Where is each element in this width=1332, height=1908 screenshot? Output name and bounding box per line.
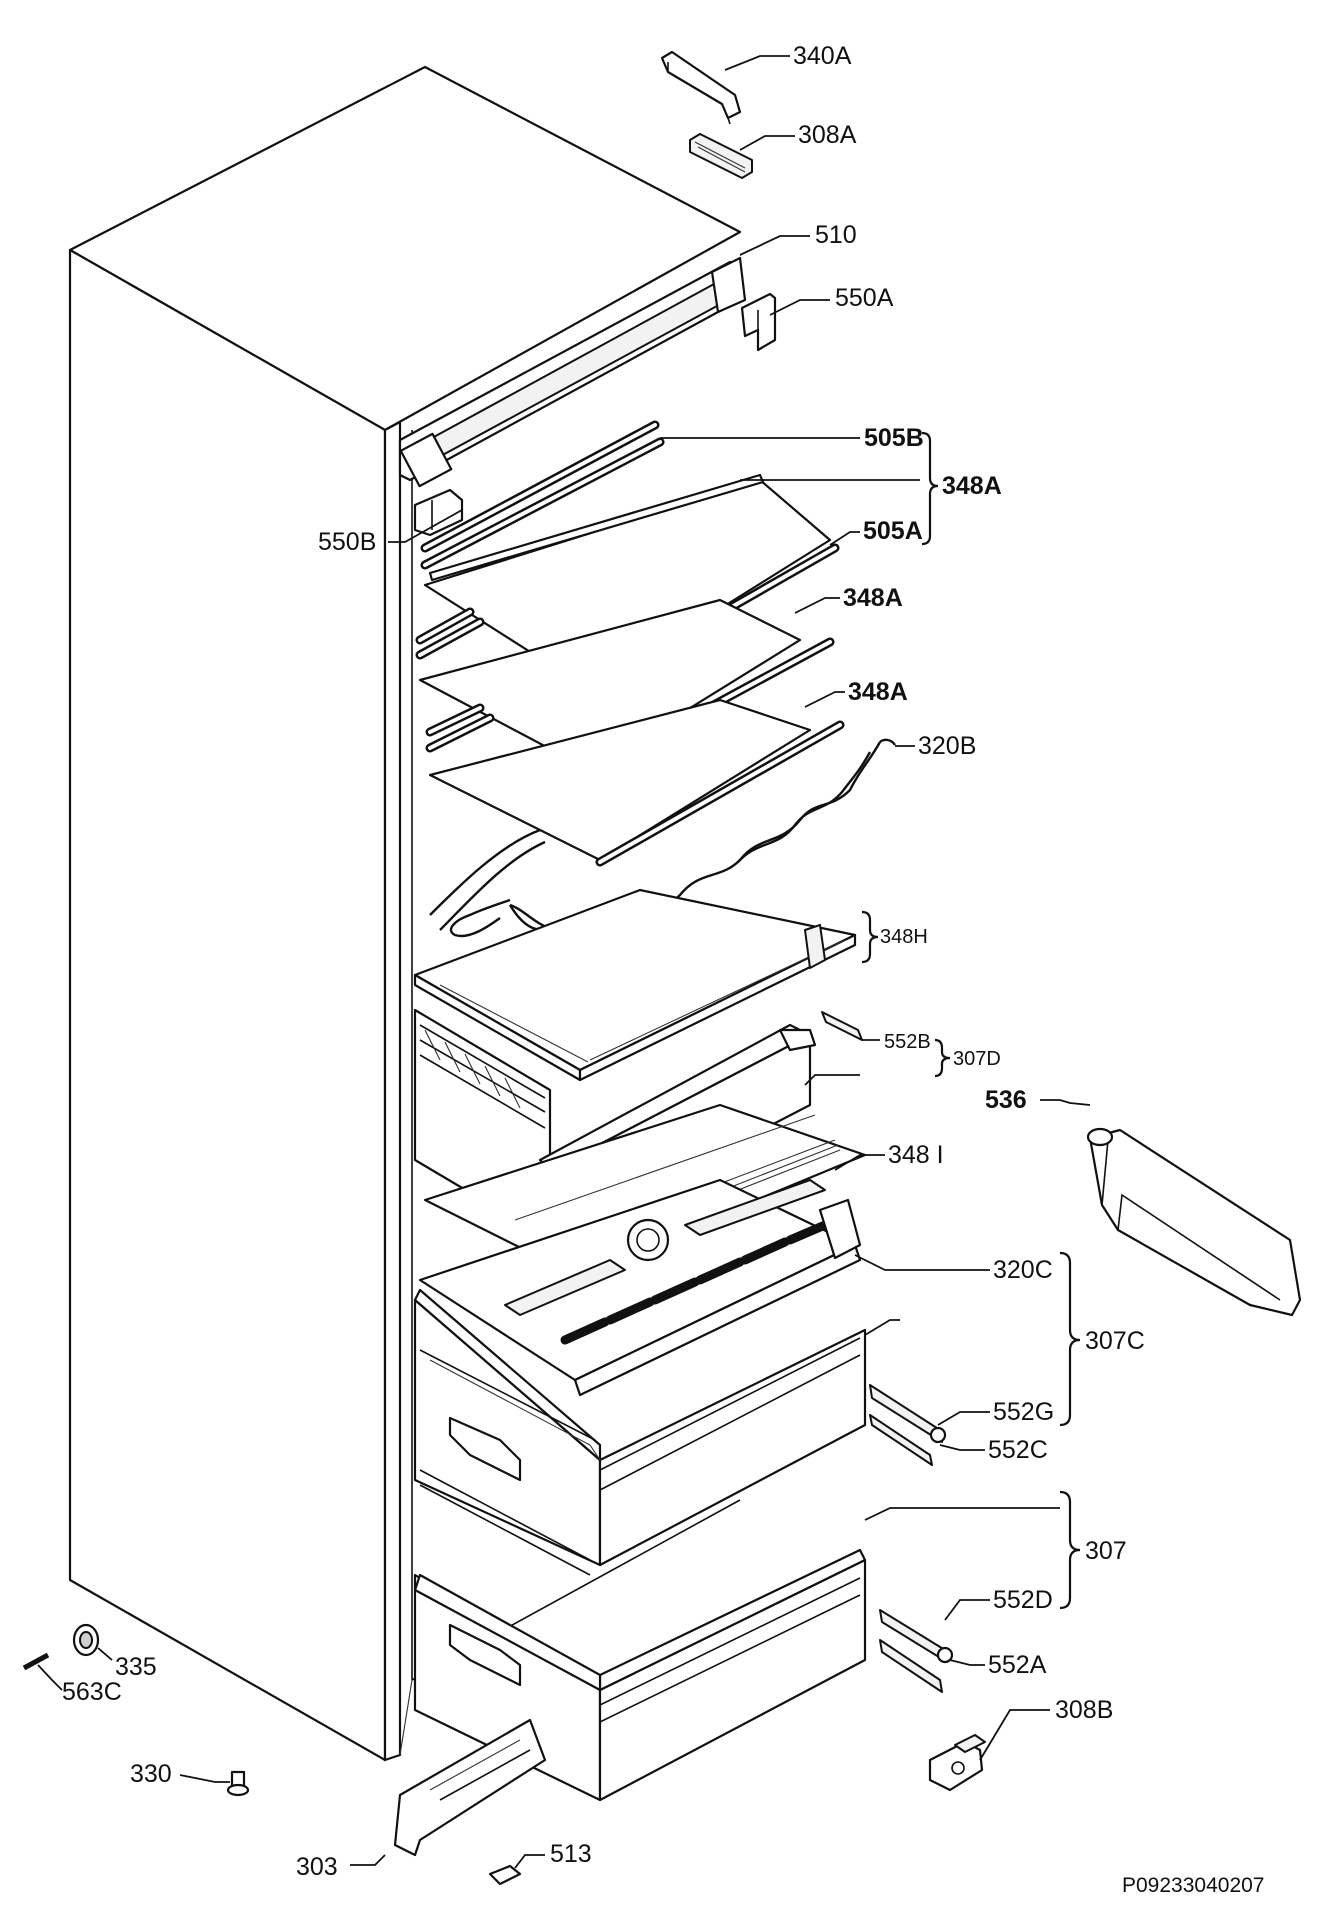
label-550a: 550A bbox=[835, 284, 894, 312]
slide-rails-552d-552a bbox=[879, 1609, 954, 1693]
bracket-550a bbox=[740, 292, 777, 352]
label-307c: 307C bbox=[1085, 1327, 1145, 1355]
label-348a-shelf-3: 348A bbox=[848, 678, 908, 706]
crisper-top-320c bbox=[418, 1178, 862, 1397]
clip-513 bbox=[488, 1864, 522, 1886]
label-510: 510 bbox=[815, 221, 857, 249]
label-320b: 320B bbox=[918, 732, 976, 760]
label-552c: 552C bbox=[988, 1436, 1048, 1464]
bracket-550b bbox=[413, 488, 464, 537]
refrigerator-cabinet bbox=[68, 65, 742, 1762]
label-552d: 552D bbox=[993, 1586, 1053, 1614]
glass-shelf-3 bbox=[425, 698, 845, 867]
label-563c: 563C bbox=[62, 1678, 122, 1706]
label-536: 536 bbox=[985, 1086, 1027, 1114]
top-cover-strip-510 bbox=[398, 256, 747, 488]
label-505b: 505B bbox=[864, 424, 924, 452]
label-348a-group: 348A bbox=[942, 472, 1002, 500]
group-braces bbox=[861, 431, 1081, 1610]
label-308a: 308A bbox=[798, 121, 857, 149]
lower-drawer-307 bbox=[413, 1469, 867, 1802]
cover-308a bbox=[689, 133, 753, 179]
label-303: 303 bbox=[296, 1853, 338, 1881]
label-307d: 307D bbox=[953, 1048, 1001, 1070]
pin-563c bbox=[22, 1652, 50, 1671]
leader-lines bbox=[37, 55, 1091, 1869]
spacer-335 bbox=[72, 1623, 100, 1657]
label-348h: 348H bbox=[880, 926, 928, 948]
plinth-303 bbox=[393, 1718, 547, 1857]
label-340a: 340A bbox=[793, 42, 852, 70]
label-348i: 348 I bbox=[888, 1141, 944, 1169]
label-552a: 552A bbox=[988, 1651, 1047, 1679]
handle-340a bbox=[660, 50, 742, 125]
document-code: P09233040207 bbox=[1122, 1874, 1264, 1897]
slide-rails-552g-552c bbox=[869, 1384, 947, 1466]
label-348a-shelf-2: 348A bbox=[843, 584, 903, 612]
label-552b: 552B bbox=[884, 1031, 931, 1053]
label-330: 330 bbox=[130, 1760, 172, 1788]
crisper-drawer-307c bbox=[413, 1288, 867, 1567]
part-labels: 340A 308A 510 550A 505B 348A 550B 505A 3… bbox=[62, 42, 1145, 1881]
label-552g: 552G bbox=[993, 1398, 1054, 1426]
label-308b: 308B bbox=[1055, 1696, 1113, 1724]
hinge-308b bbox=[928, 1734, 986, 1792]
label-505a: 505A bbox=[863, 517, 923, 545]
label-335: 335 bbox=[115, 1653, 157, 1681]
adjustable-foot-330 bbox=[226, 1770, 250, 1797]
slide-rail-552b bbox=[821, 1011, 863, 1041]
door-shelf-536 bbox=[1086, 1127, 1302, 1317]
glass-shelf-1 bbox=[420, 420, 840, 693]
label-320c: 320C bbox=[993, 1256, 1053, 1284]
label-307: 307 bbox=[1085, 1537, 1127, 1565]
label-513: 513 bbox=[550, 1840, 592, 1868]
label-550b: 550B bbox=[318, 528, 376, 556]
glass-shelf-348h bbox=[413, 888, 857, 1082]
